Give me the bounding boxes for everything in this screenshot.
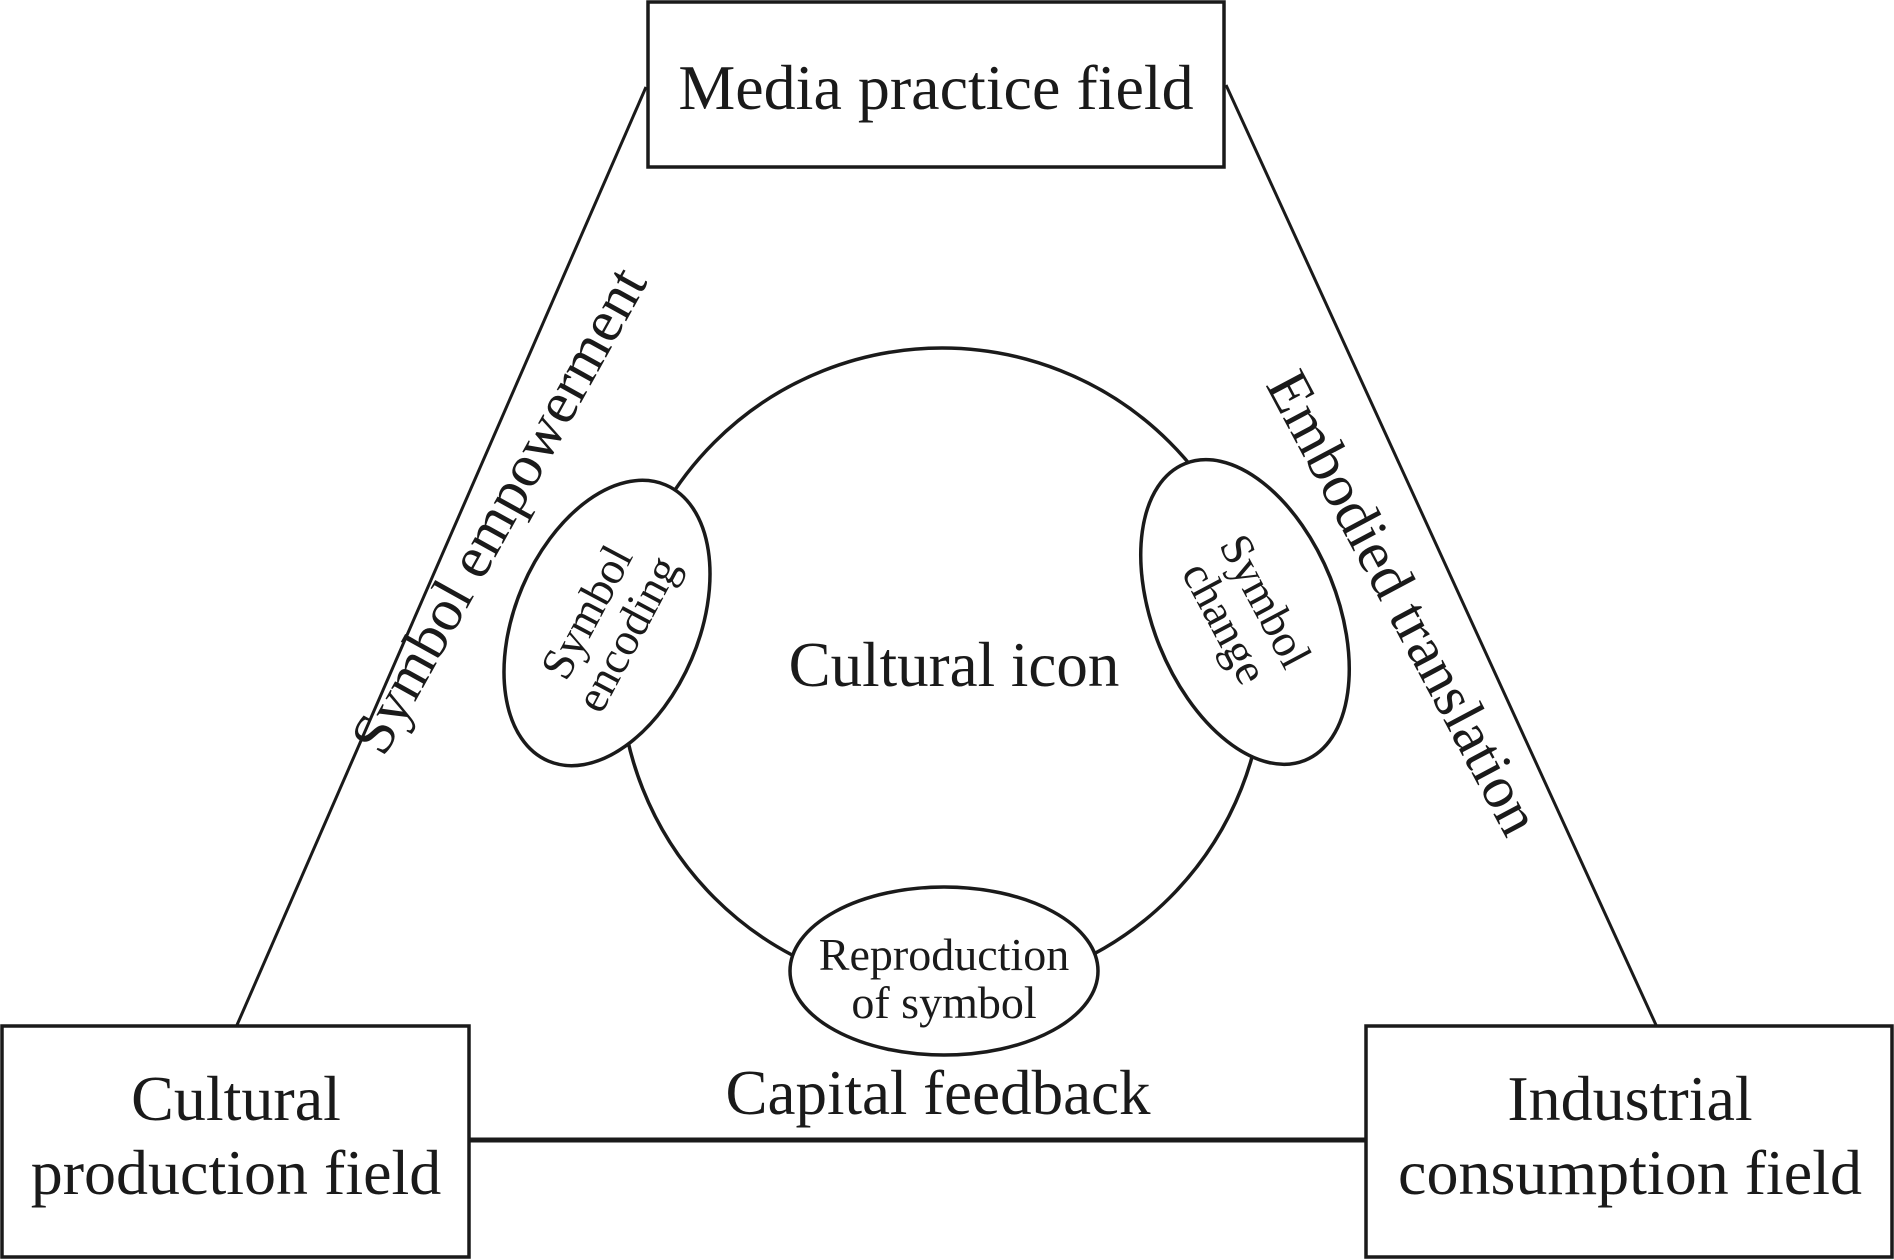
- industrial-consumption-field-line2: consumption field: [1398, 1137, 1862, 1208]
- media-practice-field-label: Media practice field: [678, 52, 1193, 123]
- media-practice-field-rect: [646, 0, 1226, 169]
- industrial-consumption-field-box: Industrial consumption field: [1364, 1024, 1894, 1259]
- industrial-consumption-field-line1: Industrial: [1507, 1063, 1752, 1134]
- reproduction-of-symbol-line2: of symbol: [851, 977, 1036, 1028]
- symbol-change-node: [1138, 457, 1352, 767]
- edge-line-left: [235, 86, 648, 1026]
- cultural-icon-label: Cultural icon: [789, 630, 1120, 700]
- media-practice-field-box: Media practice field: [646, 0, 1226, 169]
- reproduction-of-symbol-node: Reproduction of symbol: [788, 885, 1100, 1057]
- symbol-encoding-ellipse: [502, 478, 712, 768]
- edge-line-right: [1224, 84, 1658, 1026]
- reproduction-of-symbol-line1: Reproduction: [819, 929, 1069, 980]
- cultural-production-field-rect: [0, 1024, 471, 1259]
- symbol-encoding-node: [502, 478, 712, 768]
- symbol-change-ellipse: [1138, 457, 1352, 767]
- reproduction-of-symbol-ellipse: [788, 885, 1100, 1057]
- cultural-production-field-line1: Cultural: [131, 1063, 341, 1134]
- cultural-production-field-line2: production field: [31, 1137, 442, 1208]
- edge-label-capital-feedback: Capital feedback: [725, 1058, 1151, 1128]
- cultural-production-field-box: Cultural production field: [0, 1024, 471, 1259]
- industrial-consumption-field-rect: [1364, 1024, 1894, 1259]
